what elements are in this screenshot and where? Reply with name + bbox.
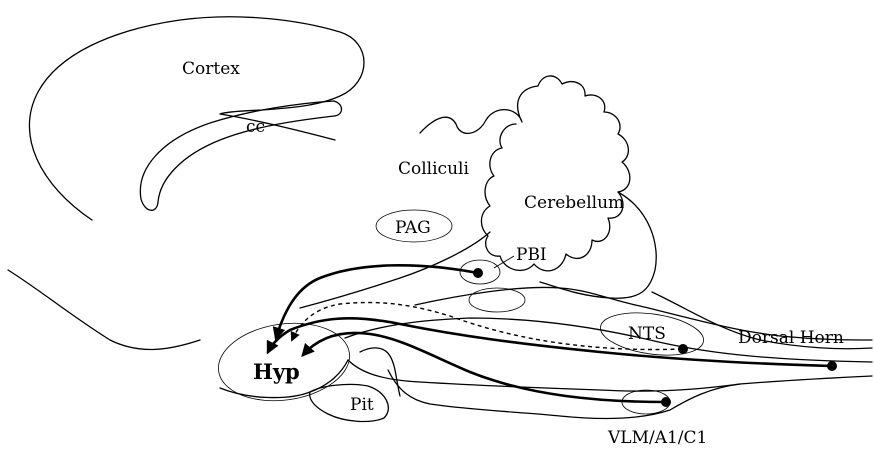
dorsal-horn-dot bbox=[827, 361, 837, 371]
label-colliculi: Colliculi bbox=[398, 159, 469, 179]
pbi-leader-line bbox=[494, 256, 514, 268]
label-pag: PAG bbox=[395, 218, 431, 238]
nts-dot bbox=[678, 344, 688, 354]
ventral-brainstem-line bbox=[8, 270, 200, 349]
label-pit: Pit bbox=[350, 395, 374, 415]
pathway-nts-hyp bbox=[292, 303, 682, 350]
label-vlm: VLM/A1/C1 bbox=[607, 428, 707, 448]
brainstem-tract-lower bbox=[348, 360, 740, 391]
label-cortex: Cortex bbox=[182, 59, 240, 79]
label-dorsal-horn: Dorsal Horn bbox=[738, 328, 844, 348]
label-hyp: Hyp bbox=[253, 359, 300, 384]
label-cerebellum: Cerebellum bbox=[524, 193, 624, 213]
pathway-pbi-hyp bbox=[276, 265, 478, 338]
label-nts: NTS bbox=[628, 324, 666, 344]
vlm-dot bbox=[661, 397, 671, 407]
label-pbi: PBI bbox=[516, 245, 547, 265]
sub-pbi-region bbox=[469, 288, 525, 312]
pbi-dot bbox=[473, 268, 483, 278]
label-cc: cc bbox=[246, 117, 265, 137]
